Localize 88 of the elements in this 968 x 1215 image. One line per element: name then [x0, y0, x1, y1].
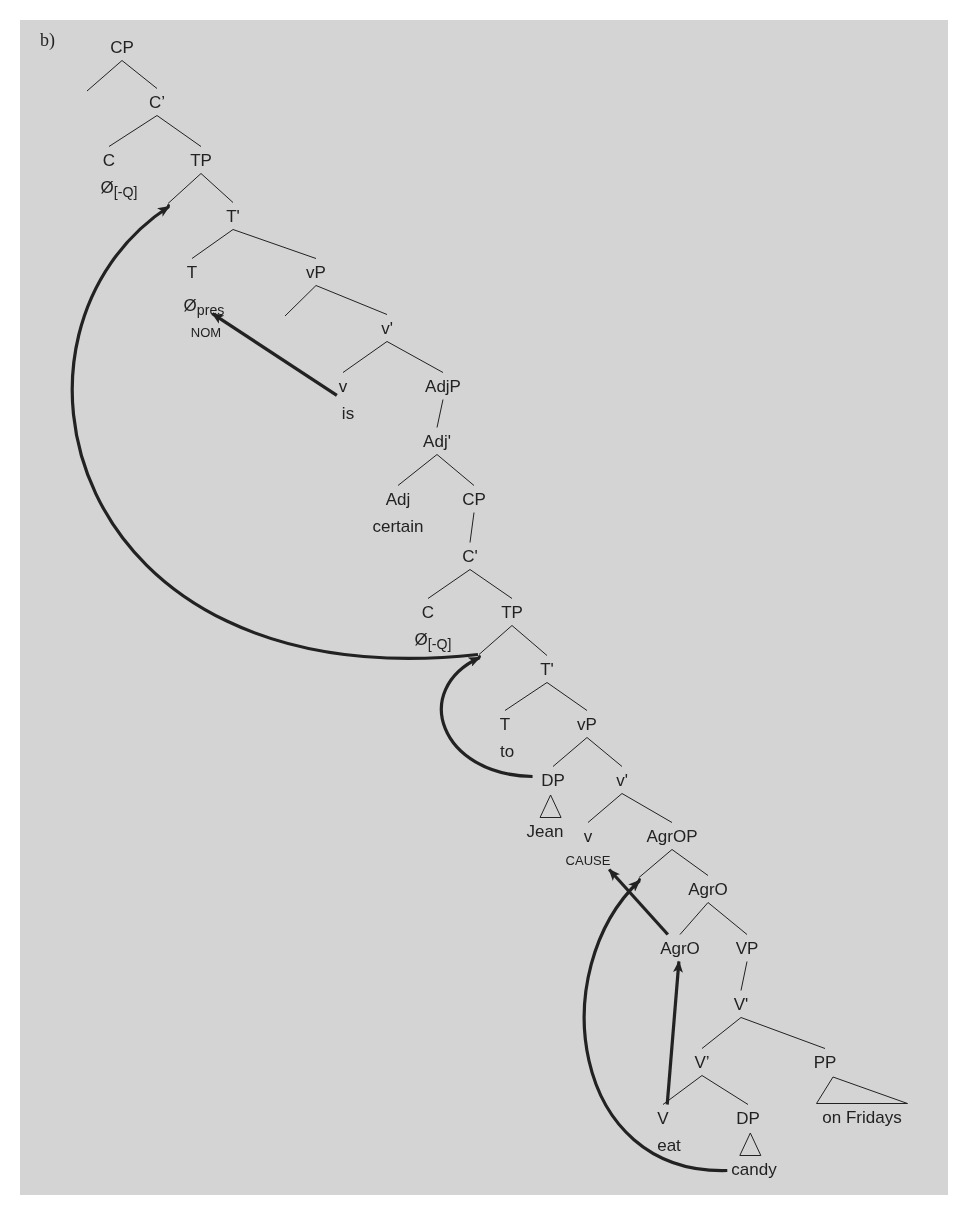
category-label: CP	[110, 36, 134, 59]
category-label: C'	[462, 545, 478, 568]
category-label: DP	[541, 769, 565, 792]
word-label: Jean	[526, 820, 564, 843]
category-label: TP	[190, 149, 212, 172]
category-label: C	[421, 601, 435, 624]
category-label: V	[657, 1107, 669, 1130]
category-label: T	[186, 261, 198, 284]
tree-branch	[469, 512, 475, 543]
tree-branch	[504, 682, 548, 711]
movement-arrow	[211, 312, 338, 397]
tree-branch	[436, 454, 475, 486]
movement-arrow	[440, 656, 533, 779]
tree-branch	[638, 849, 673, 878]
tree-branch	[546, 682, 588, 711]
tree-branch	[284, 285, 317, 317]
category-label: vP	[577, 713, 597, 736]
word-label: eat	[657, 1134, 681, 1157]
word-label: certain	[372, 515, 424, 538]
tree-branch	[191, 229, 234, 259]
movement-arrow	[71, 205, 479, 660]
category-label: vP	[306, 261, 326, 284]
tree-branch	[740, 1017, 826, 1049]
category-label: Adj	[385, 488, 411, 511]
category-label: TP	[501, 601, 523, 624]
tree-branch	[86, 60, 123, 92]
tree-branch	[701, 1075, 749, 1105]
category-label: T	[499, 713, 511, 736]
word-label: is	[341, 402, 355, 425]
word-label: to	[499, 740, 515, 763]
tree-branch	[552, 737, 588, 767]
category-label: C	[102, 149, 116, 172]
category-label: AgrOP	[646, 825, 698, 848]
tree-branch	[671, 849, 709, 876]
tree-branch	[587, 793, 623, 823]
category-label: PP	[813, 1051, 837, 1074]
word-label: candy	[731, 1158, 777, 1181]
category-label: V'	[733, 993, 749, 1016]
tree-branch	[436, 399, 444, 428]
category-label: C’	[148, 91, 166, 114]
tree-branch	[232, 229, 317, 259]
tree-branch	[621, 793, 673, 823]
tree-branch	[121, 60, 158, 89]
movement-arrow	[583, 879, 728, 1173]
tree-branch	[386, 341, 444, 373]
tree-branch	[397, 454, 438, 486]
word-label: Ø$_{[-Q]}$	[100, 176, 138, 202]
category-label: T'	[540, 658, 554, 681]
tree-branch	[511, 625, 548, 656]
category-label: v	[338, 375, 348, 398]
category-label: V’	[694, 1051, 710, 1074]
tree-branch	[315, 285, 388, 315]
gap-point	[477, 654, 481, 658]
tree-branch	[156, 115, 202, 147]
tree-branch	[478, 625, 513, 655]
movement-arrow	[608, 868, 669, 936]
tree-branch	[167, 173, 202, 204]
panel-label: b)	[40, 29, 55, 51]
tree-branch	[200, 173, 234, 203]
category-label: v'	[616, 769, 628, 792]
category-label: VP	[735, 937, 759, 960]
gap-point	[637, 877, 641, 881]
category-label: CP	[462, 488, 486, 511]
word-label: on Fridays	[822, 1106, 902, 1129]
tree-branch	[469, 569, 513, 599]
tree-branch	[701, 1017, 742, 1049]
category-label: AdjP	[425, 375, 461, 398]
tree-branch	[342, 341, 388, 373]
category-label: T'	[226, 205, 240, 228]
category-label: AgrO	[688, 878, 728, 901]
tree-branch	[662, 1075, 703, 1105]
category-label: AgrO	[660, 937, 700, 960]
tree-branch	[740, 961, 748, 991]
word-label: Ø$_{pres}$	[183, 294, 225, 320]
movement-arrow	[665, 960, 683, 1105]
feature-label: CAUSE	[565, 851, 611, 870]
tree-branch	[586, 737, 623, 767]
word-label: Ø$_{[-Q]}$	[414, 628, 452, 654]
category-label: v	[583, 825, 593, 848]
category-label: v'	[381, 317, 393, 340]
tree-branch	[108, 115, 158, 147]
tree-branch	[707, 902, 748, 935]
feature-label: NOM	[190, 323, 222, 342]
gap-point	[166, 203, 170, 207]
tree-branch	[427, 569, 471, 599]
tree-branch	[679, 902, 709, 935]
category-label: Adj'	[423, 430, 451, 453]
category-label: DP	[736, 1107, 760, 1130]
